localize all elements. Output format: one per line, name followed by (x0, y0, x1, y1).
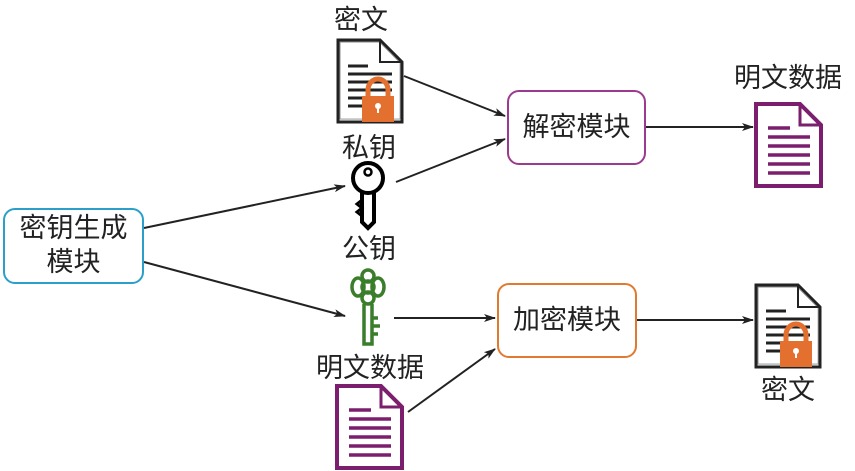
arrow-plaintext-to-encrypt (407, 348, 496, 413)
arrow-keygen-to-public-key (143, 261, 346, 318)
arrow-private-key-to-decrypt (395, 138, 506, 183)
arrow-keygen-to-private-key (143, 184, 346, 229)
keygen-module: 密钥生成模块 (3, 208, 144, 284)
ciphertext-label: 密文 (334, 5, 388, 36)
plaintext-document-icon (754, 102, 823, 188)
plaintext-label: 明文数据 (316, 353, 424, 384)
public-key-label: 公钥 (342, 234, 396, 265)
public-key-icon (350, 268, 386, 346)
encrypted-document-icon (338, 40, 402, 122)
plaintext-document-icon (335, 384, 404, 470)
encrypt-module: 加密模块 (497, 283, 637, 358)
encrypted-document-icon (756, 285, 820, 367)
private-key-icon (351, 161, 385, 231)
plaintext-output-label: 明文数据 (734, 63, 842, 94)
arrows (143, 75, 754, 413)
private-key-label: 私钥 (342, 133, 396, 164)
ciphertext-output-label: 密文 (761, 375, 815, 406)
arrow-ciphertext-to-decrypt (403, 75, 506, 117)
decrypt-module: 解密模块 (507, 90, 646, 165)
